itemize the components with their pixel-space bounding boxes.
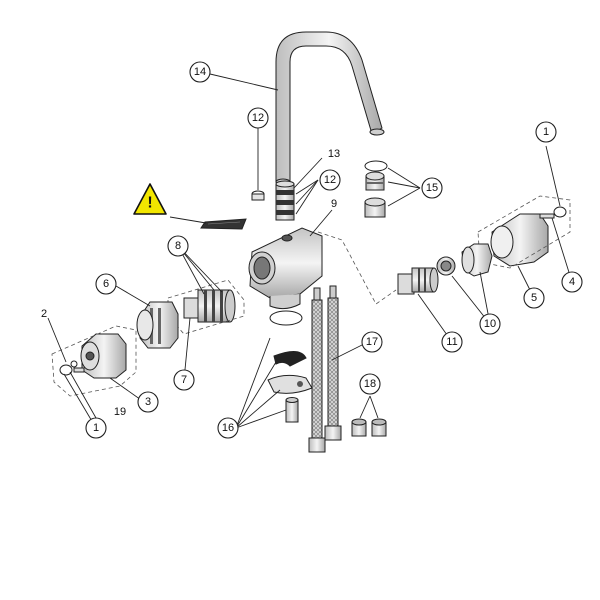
callout-label: 9 (331, 198, 337, 210)
handle-lever-part (200, 218, 247, 230)
callout-13: 13 (328, 148, 340, 160)
callout-label: 12 (324, 174, 336, 186)
cartridge-sleeve-part (136, 301, 179, 349)
left-handle-part (59, 333, 127, 379)
spout-adapter-part (275, 180, 295, 221)
callout-12-right: 12 (319, 169, 341, 191)
callout-label: 14 (194, 66, 206, 78)
callout-17: 17 (361, 331, 383, 353)
callout-label: 13 (328, 148, 340, 160)
callout-5: 5 (523, 287, 545, 309)
warning-triangle-icon: ! (133, 183, 167, 215)
supply-hoses-part (308, 285, 342, 453)
callout-1-bottom: 1 (85, 417, 107, 439)
callout-label: 5 (531, 292, 537, 304)
callout-label: 2 (41, 308, 47, 320)
o-ring-part (251, 190, 265, 201)
callout-label: 1 (543, 126, 549, 138)
callout-9: 9 (331, 198, 337, 210)
nut-part (351, 418, 387, 437)
right-cartridge-part (397, 267, 439, 295)
callout-label: 1 (93, 422, 99, 434)
callout-7: 7 (173, 369, 195, 391)
callout-10: 10 (479, 313, 501, 335)
right-handle-part (490, 206, 567, 267)
callout-16: 16 (217, 417, 239, 439)
callout-12-left: 12 (247, 107, 269, 129)
callout-label: 6 (103, 278, 109, 290)
callout-4: 4 (561, 271, 583, 293)
callout-label: 19 (114, 406, 126, 418)
callout-label: 17 (366, 336, 378, 348)
callout-label: 11 (446, 336, 457, 348)
callout-8: 8 (167, 235, 189, 257)
callout-11: 11 (441, 331, 463, 353)
callout-label: 15 (426, 182, 438, 194)
callout-label: 7 (181, 374, 187, 386)
warning-symbol: ! (147, 195, 152, 212)
cartridge-part (183, 289, 236, 323)
callout-6: 6 (95, 273, 117, 295)
callout-14: 14 (189, 61, 211, 83)
callout-label: 8 (175, 240, 181, 252)
faucet-body-part (248, 227, 323, 310)
callout-label: 4 (569, 276, 575, 288)
callout-label: 18 (364, 378, 376, 390)
callout-15: 15 (421, 177, 443, 199)
aerator-part (364, 160, 388, 218)
callout-label: 16 (222, 422, 234, 434)
callout-3: 3 (137, 391, 159, 413)
spout-part (275, 31, 385, 186)
callout-2: 2 (41, 308, 47, 320)
right-sleeve-part (436, 243, 493, 277)
callout-label: 12 (252, 112, 264, 124)
callout-label: 3 (145, 396, 151, 408)
callout-label: 10 (484, 318, 496, 330)
callout-19: 19 (114, 406, 126, 418)
callout-18: 18 (359, 373, 381, 395)
callout-1-top: 1 (535, 121, 557, 143)
mounting-kit-part (267, 310, 313, 423)
